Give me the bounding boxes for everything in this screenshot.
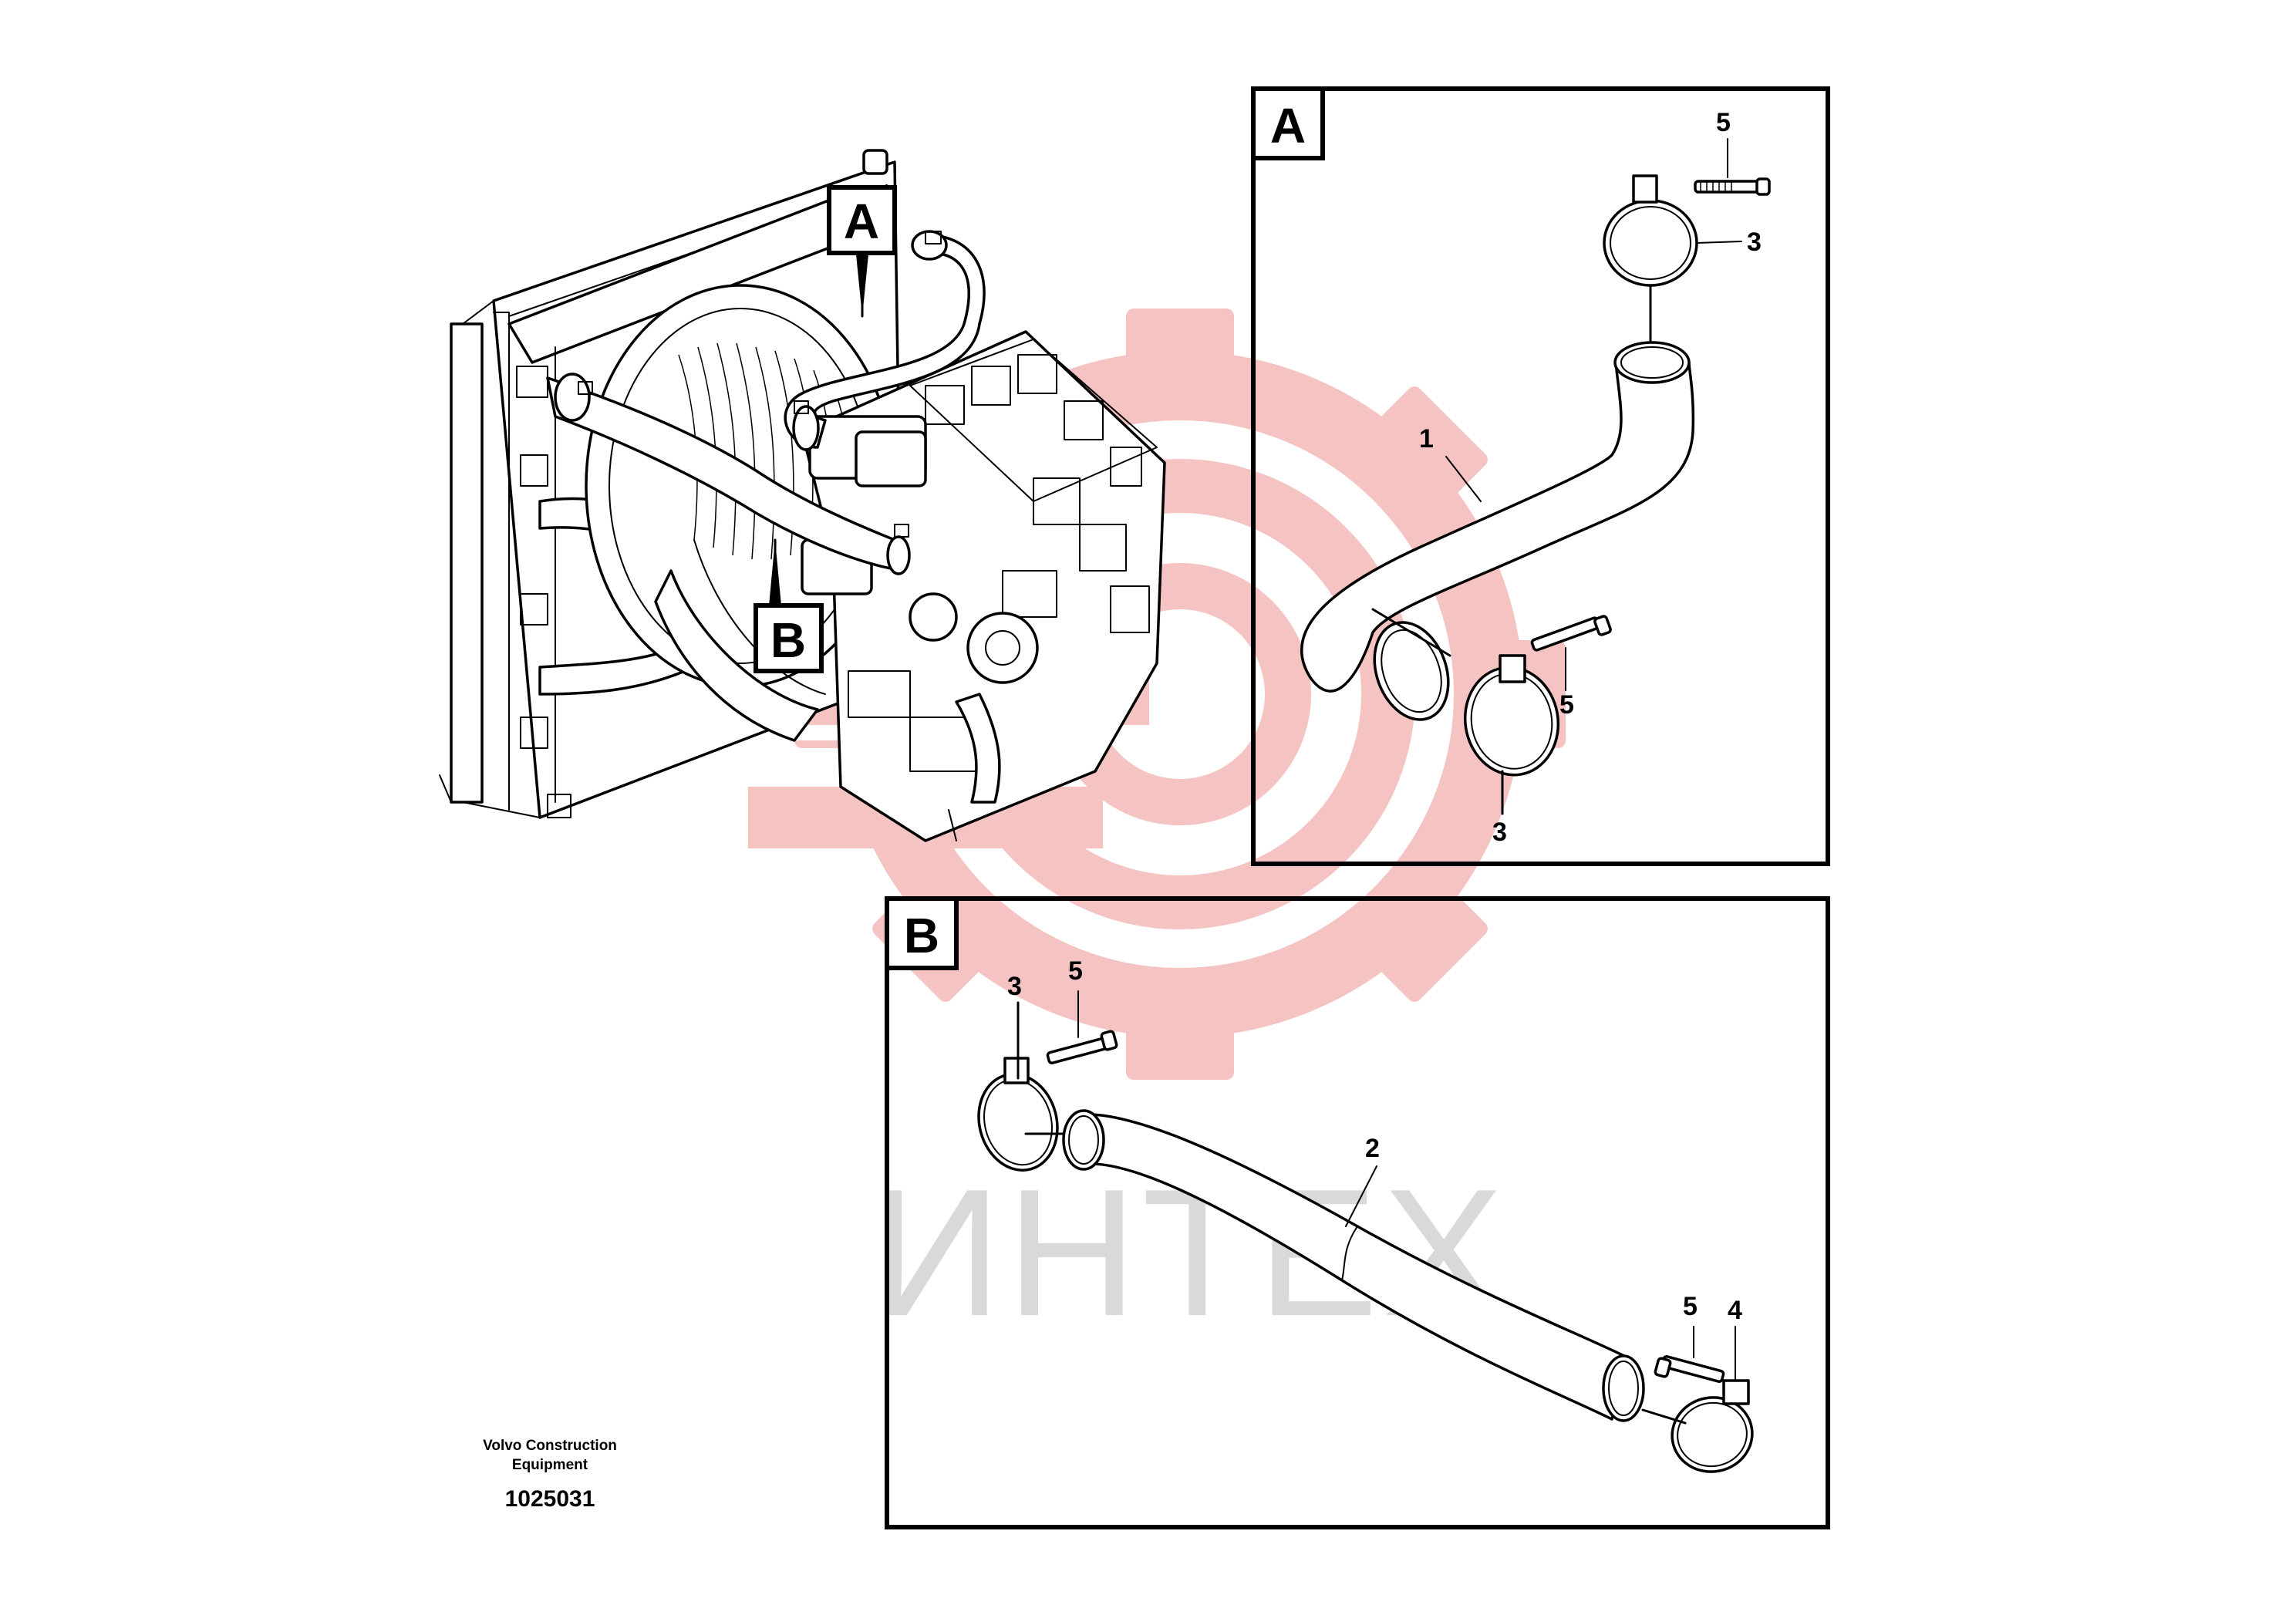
detail-a-pipe-1: [1300, 341, 1695, 721]
engine-overview-illustration: A B: [439, 149, 1166, 842]
detail-b-tag[interactable]: B: [885, 896, 959, 970]
detail-a-lower-clamp: [1463, 654, 1560, 815]
detail-a-top-bolt: [1694, 177, 1771, 196]
detail-b-callout-clamp-left: 3: [1007, 972, 1022, 1001]
detail-a-top-clamp: [1603, 174, 1698, 345]
detail-a-lower-bolt: [1530, 615, 1612, 652]
detail-b-pipe-2: [1062, 1109, 1645, 1422]
detail-b-callout-bolt-left: 5: [1068, 956, 1083, 986]
detail-b-callout-clamp-right: 4: [1728, 1296, 1742, 1325]
detail-a-callout-bolt-lower: 5: [1559, 690, 1574, 720]
detail-a-callout-bolt-top: 5: [1716, 108, 1731, 137]
detail-a-callout-clamp-top: 3: [1747, 228, 1762, 257]
svg-text:B: B: [770, 612, 806, 668]
company-name-line2: Equipment: [512, 1457, 588, 1473]
detail-a-panel: A: [1251, 86, 1830, 866]
detail-a-callout-pipe: 1: [1419, 424, 1434, 454]
overview-tag-b[interactable]: B: [754, 603, 824, 673]
detail-b-right-clamp: [1641, 1379, 1754, 1473]
svg-text:A: A: [1270, 98, 1306, 153]
detail-b-callout-pipe: 2: [1365, 1134, 1380, 1163]
detail-b-left-bolt: [1046, 990, 1118, 1064]
drawing-footer: Volvo Construction Equipment 1025031: [483, 1438, 617, 1512]
drawing-number: 1025031: [505, 1486, 595, 1512]
detail-b-panel: B: [885, 896, 1830, 1529]
company-name-line1: Volvo Construction: [483, 1438, 617, 1454]
detail-b-right-bolt: [1654, 1326, 1736, 1383]
detail-a-callout-clamp-lower: 3: [1492, 818, 1507, 847]
detail-a-tag[interactable]: A: [1251, 86, 1325, 160]
upper-hose: [784, 230, 986, 451]
overview-arrow-a: [856, 255, 868, 316]
svg-text:B: B: [904, 908, 939, 963]
svg-text:A: A: [844, 194, 879, 249]
detail-b-callout-bolt-right: 5: [1683, 1292, 1698, 1321]
overview-tag-a[interactable]: A: [827, 185, 897, 255]
detail-b-left-clamp: [977, 1001, 1074, 1172]
lower-hose: [546, 373, 911, 575]
overview-arrow-b: [769, 540, 781, 605]
